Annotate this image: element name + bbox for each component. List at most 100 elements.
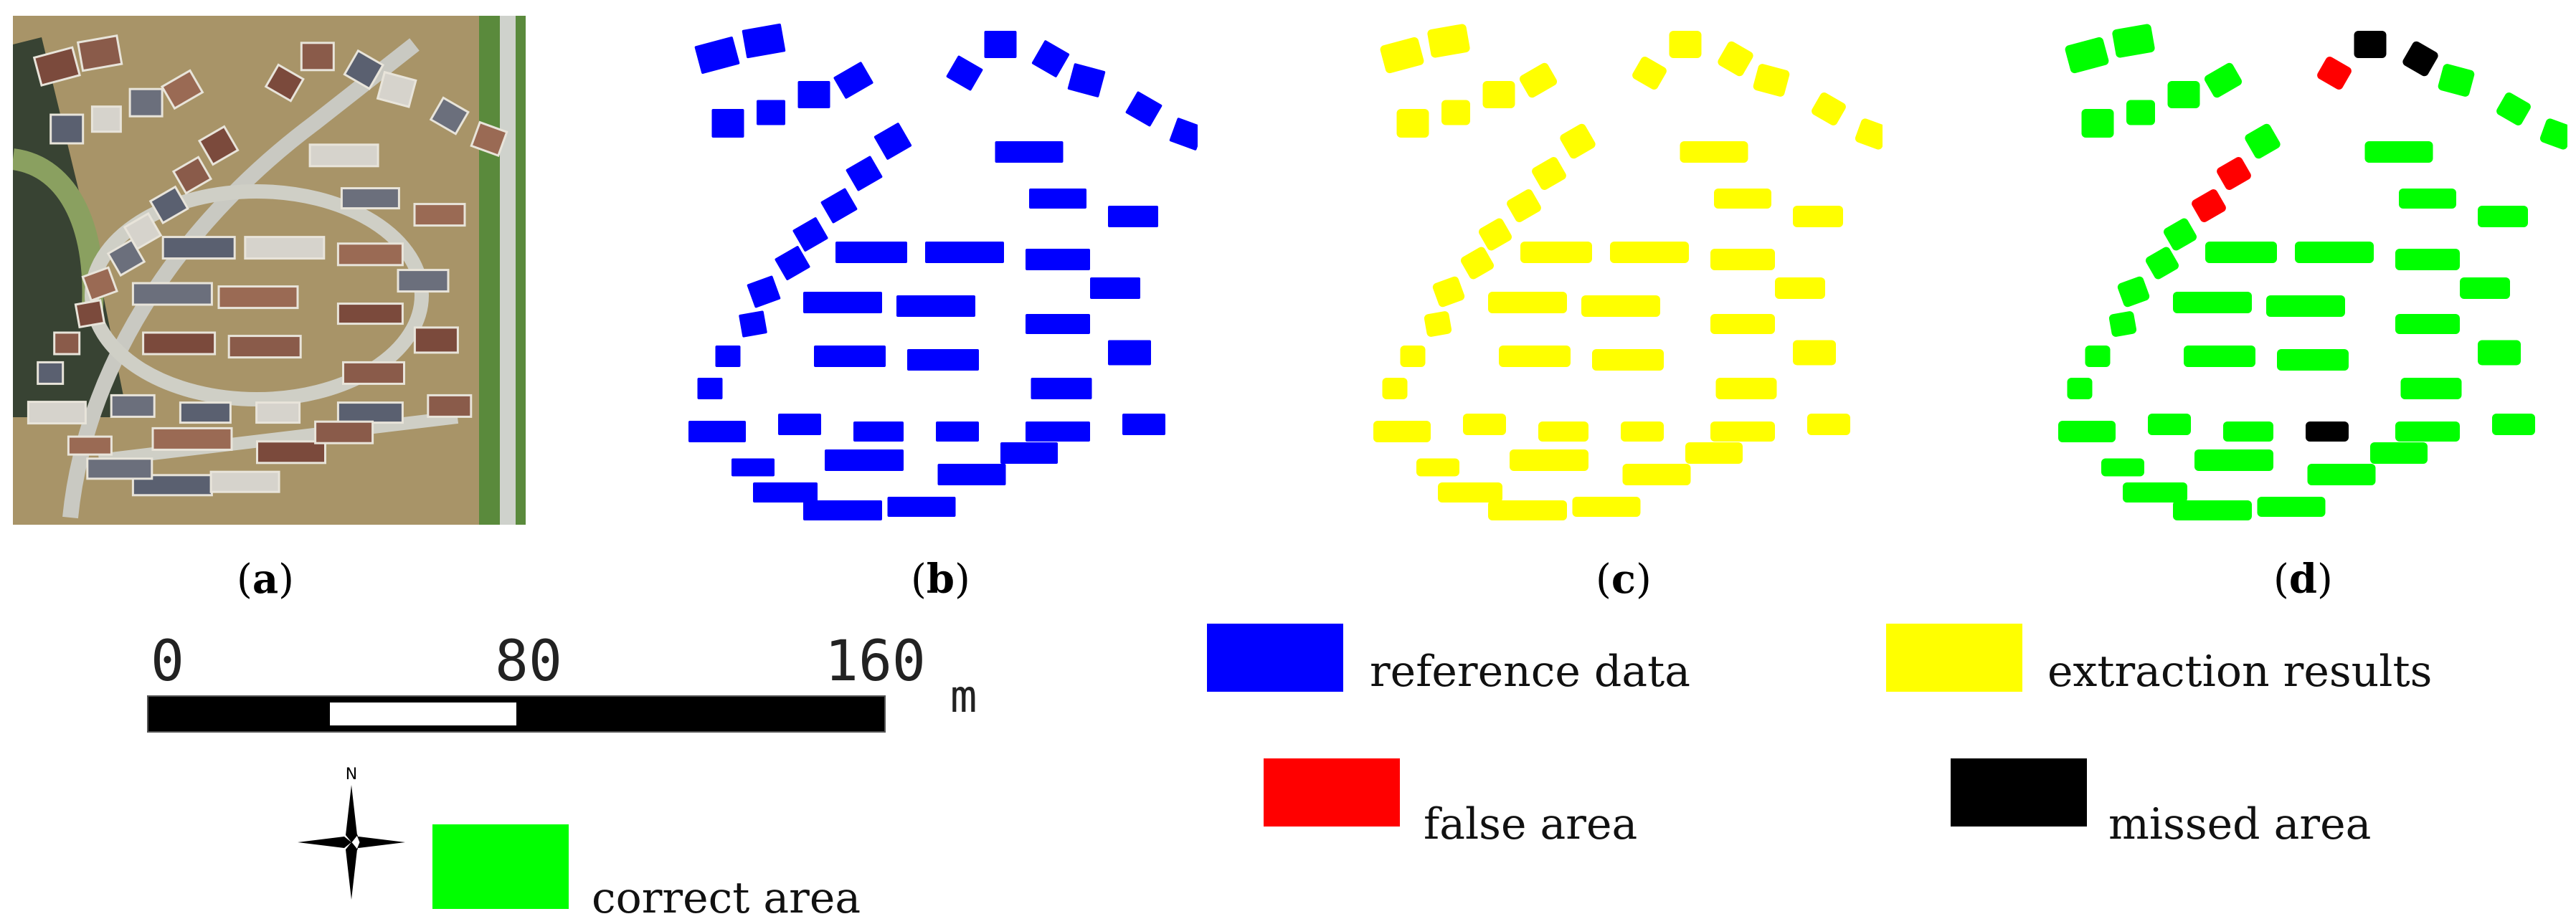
- aerial-rooftop: [255, 401, 301, 424]
- building-footprint: [2395, 314, 2460, 334]
- building-footprint: [2402, 41, 2438, 77]
- aerial-rooftop: [76, 34, 123, 72]
- caption-a: (a): [237, 556, 295, 603]
- building-footprint: [1432, 276, 1465, 308]
- legend-label-missed-area: missed area: [2108, 799, 2372, 849]
- aerial-rooftop: [160, 69, 204, 110]
- building-footprint: [2184, 346, 2255, 367]
- building-footprint: [1488, 292, 1567, 313]
- building-footprint: [1416, 458, 1459, 477]
- building-footprint: [1793, 206, 1843, 227]
- reference-buildings: [688, 23, 1198, 520]
- building-footprint: [2065, 37, 2109, 74]
- building-footprint: [778, 414, 821, 435]
- aerial-rooftop: [27, 401, 87, 425]
- building-footprint: [747, 275, 781, 308]
- aerial-rooftop: [397, 269, 450, 293]
- aerial-rooftop: [131, 282, 213, 306]
- building-footprint: [995, 141, 1064, 163]
- north-arrow-icon: N: [298, 766, 405, 900]
- building-footprint: [820, 188, 858, 224]
- building-footprint: [2145, 247, 2179, 280]
- caption-c: (c): [1596, 556, 1652, 603]
- aerial-rooftop: [209, 470, 280, 493]
- scale-label-80: 80: [495, 629, 562, 694]
- aerial-rooftop: [49, 113, 85, 145]
- aerial-rooftop: [336, 303, 404, 325]
- building-footprint: [2126, 100, 2155, 125]
- aerial-rooftop: [90, 105, 122, 133]
- aerial-rooftop: [470, 120, 508, 158]
- building-footprint: [2395, 421, 2460, 442]
- building-footprint: [2123, 482, 2187, 503]
- building-footprint: [697, 378, 723, 399]
- extraction-results-panel: [1370, 16, 1883, 525]
- aerial-rooftop: [161, 236, 236, 260]
- building-footprint: [2173, 292, 2252, 313]
- building-footprint: [1793, 340, 1836, 366]
- building-footprint: [1026, 249, 1090, 270]
- building-footprint: [1488, 500, 1567, 520]
- building-footprint: [833, 62, 873, 99]
- building-footprint: [1532, 157, 1566, 190]
- aerial-rooftop: [74, 299, 106, 329]
- accuracy-comparison-panel: [2055, 16, 2567, 525]
- building-footprint: [1592, 349, 1664, 371]
- building-footprint: [2163, 218, 2197, 251]
- building-footprint: [2245, 123, 2281, 159]
- building-footprint: [792, 217, 828, 252]
- aerial-rooftop: [86, 457, 153, 480]
- building-footprint: [2478, 206, 2528, 227]
- building-footprint: [846, 156, 883, 191]
- building-footprint: [2395, 249, 2460, 270]
- building-footprint: [2223, 421, 2273, 442]
- building-footprint: [853, 421, 904, 442]
- building-footprint: [2067, 378, 2093, 399]
- aerial-rooftop: [376, 70, 417, 108]
- building-footprint: [1026, 314, 1090, 334]
- aerial-rooftop: [244, 236, 326, 260]
- aerial-rooftop: [413, 326, 459, 354]
- legend-swatch-extraction: [1886, 624, 2022, 692]
- building-footprint: [2081, 109, 2114, 138]
- aerial-rooftop: [336, 401, 404, 424]
- reference-data-map: [688, 23, 1198, 520]
- aerial-rooftop: [171, 156, 213, 195]
- building-footprint: [1610, 242, 1689, 263]
- building-footprint: [814, 346, 886, 367]
- aerial-rooftop: [227, 335, 302, 359]
- building-footprint: [2148, 414, 2191, 435]
- building-footprint: [1026, 421, 1090, 442]
- building-footprint: [907, 349, 979, 371]
- building-footprint: [1680, 141, 1748, 163]
- building-footprint: [1718, 41, 1753, 77]
- building-footprint: [2108, 311, 2137, 337]
- building-footprint: [1031, 378, 1092, 399]
- aerial-rooftop: [128, 87, 164, 118]
- aerial-rooftop: [32, 46, 81, 87]
- legend-label-correct-area: correct area: [592, 873, 861, 923]
- building-footprint: [1000, 442, 1058, 464]
- legend-swatch-false-area: [1264, 758, 1400, 827]
- building-footprint: [1441, 100, 1470, 125]
- aerial-rooftop: [308, 143, 379, 168]
- aerial-rooftop: [197, 125, 240, 166]
- building-footprint: [2085, 346, 2111, 367]
- building-footprint: [2167, 81, 2200, 108]
- aerial-rooftop: [336, 242, 404, 267]
- aerial-image-panel: [13, 16, 526, 525]
- building-footprint: [1715, 378, 1777, 399]
- building-footprint: [887, 497, 956, 517]
- building-footprint: [2438, 64, 2475, 97]
- building-footprint: [2307, 464, 2376, 485]
- building-footprint: [1807, 414, 1850, 435]
- aerial-rooftop: [300, 42, 335, 72]
- caption-d: (d): [2273, 556, 2333, 603]
- building-footprint: [2205, 242, 2277, 263]
- building-footprint: [1685, 442, 1743, 464]
- aerial-rooftop: [342, 361, 405, 385]
- building-footprint: [1122, 414, 1165, 435]
- building-footprint: [731, 458, 775, 477]
- building-footprint: [1400, 346, 1426, 367]
- building-footprint: [2058, 421, 2116, 442]
